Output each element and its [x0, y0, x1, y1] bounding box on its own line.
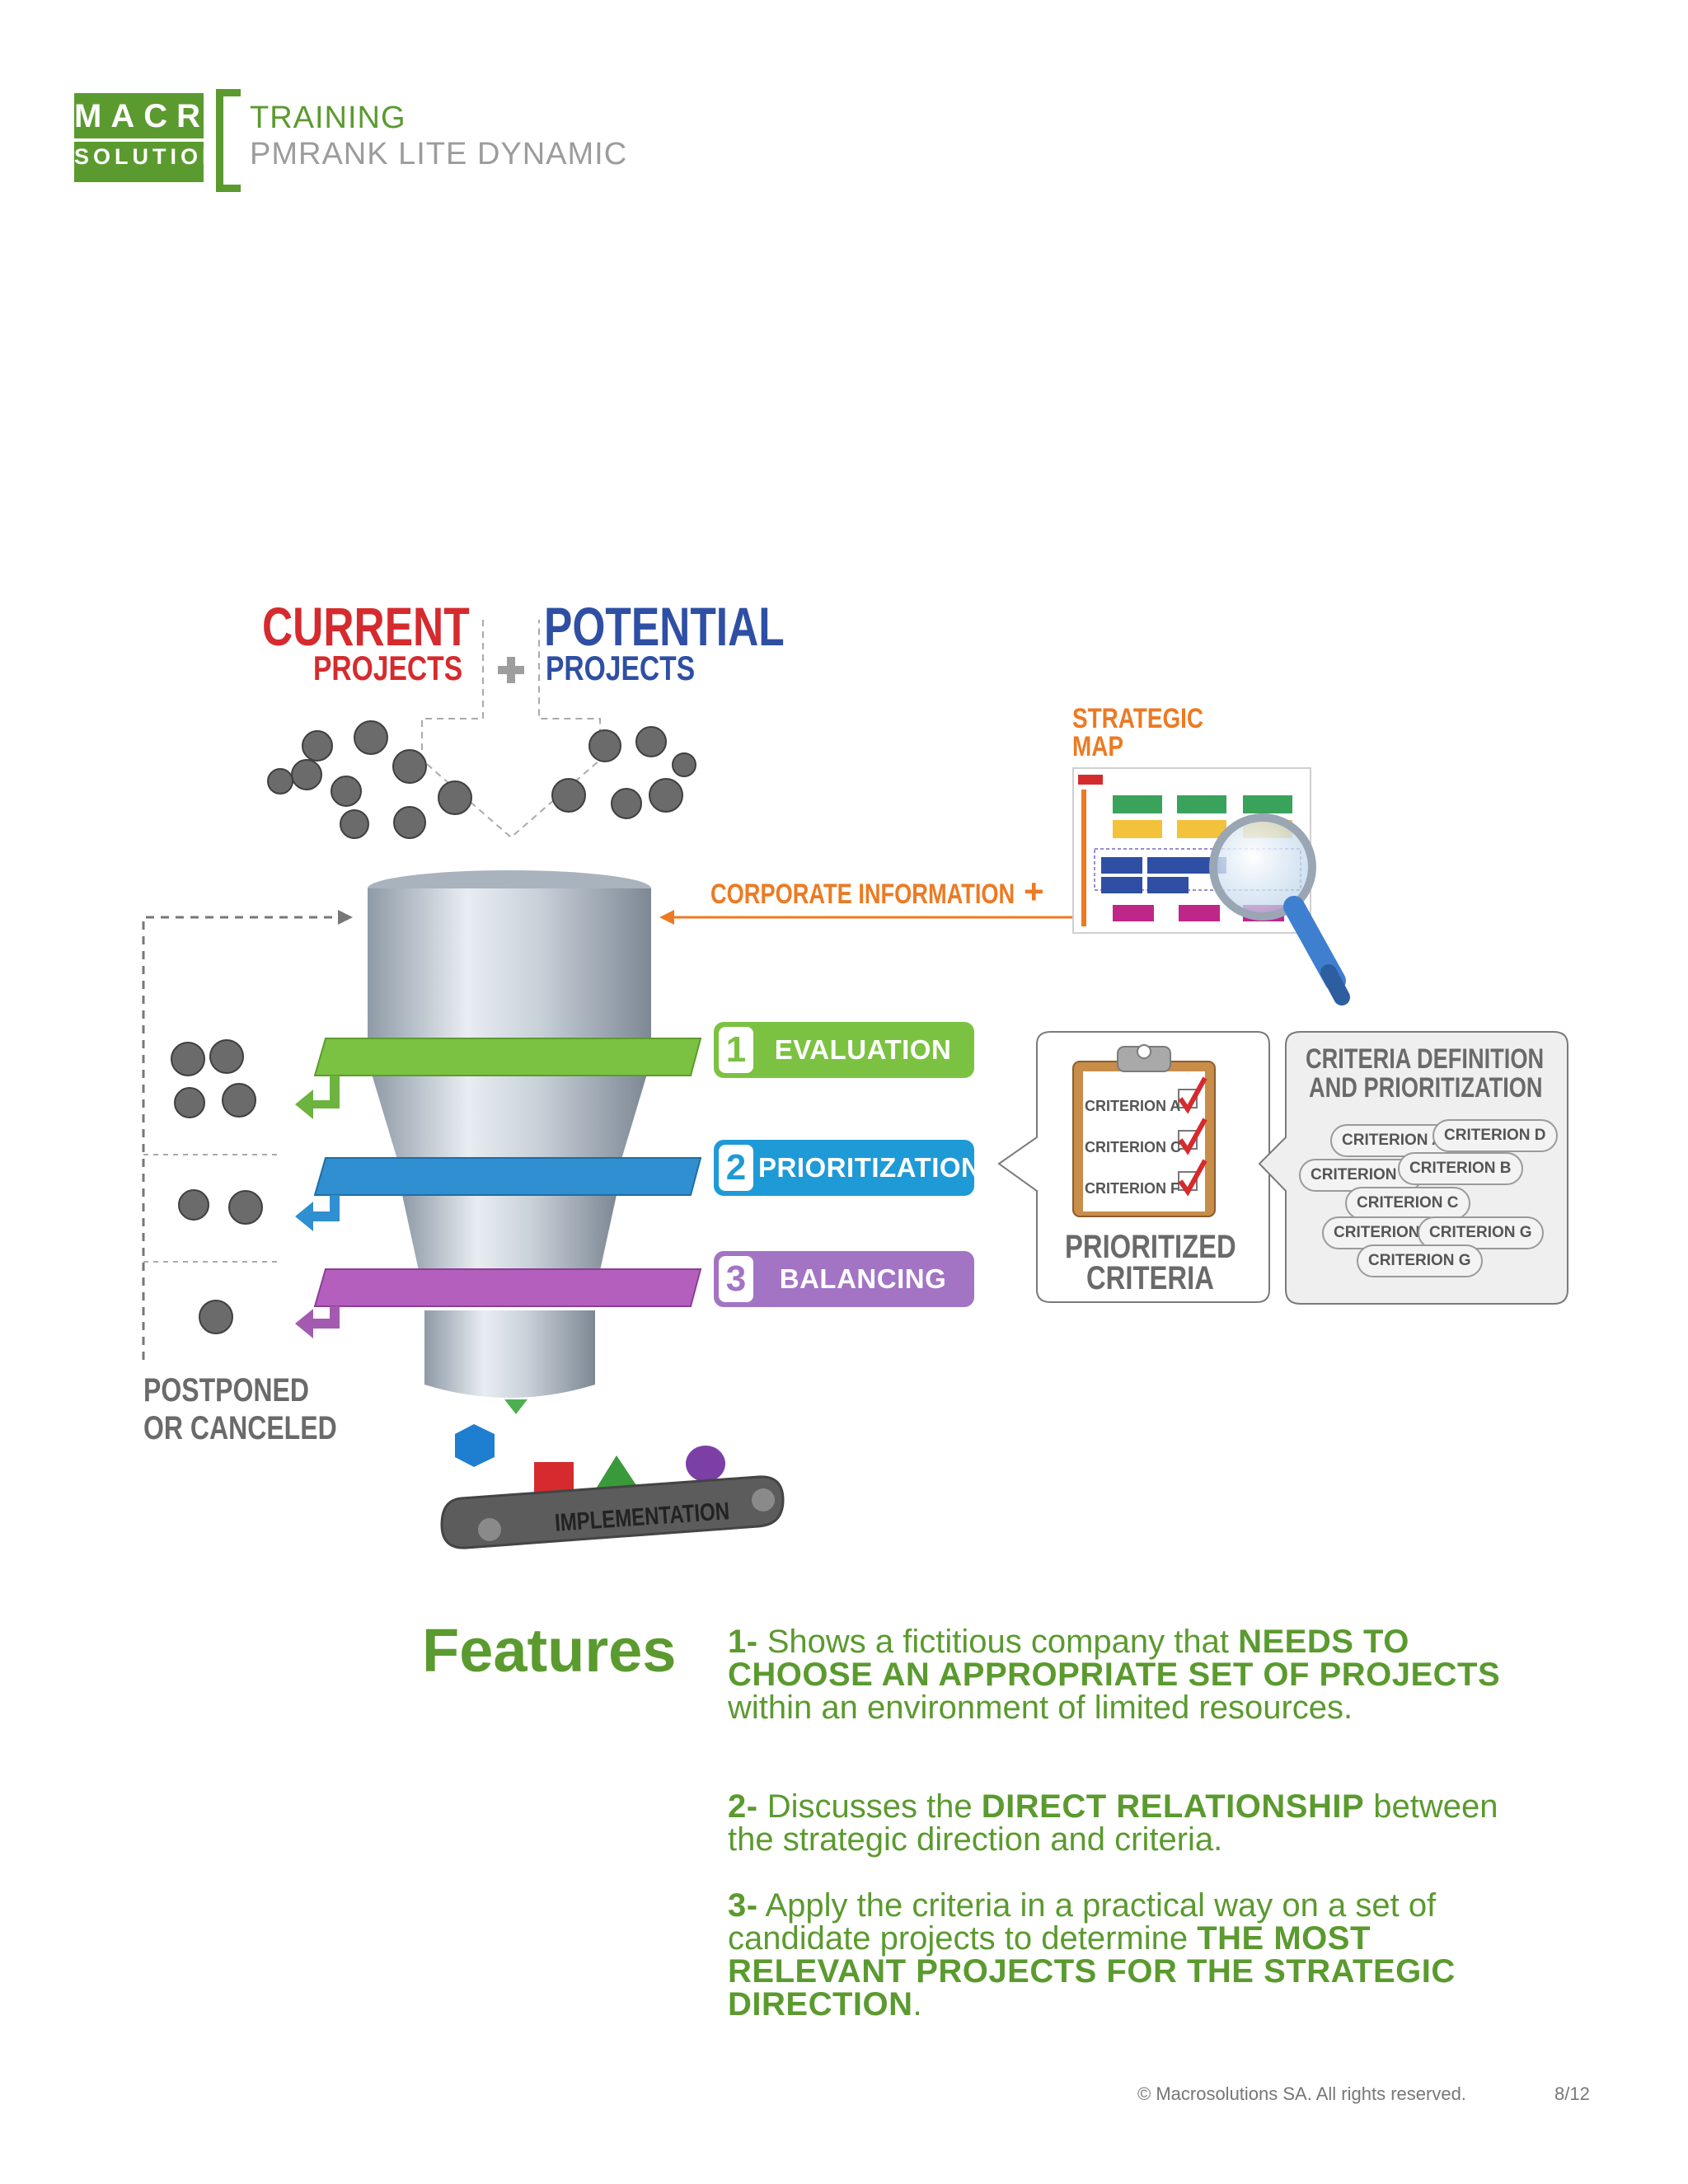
rejected-evaluation-arrow	[295, 1076, 340, 1119]
step-number: 1	[719, 1027, 753, 1073]
balancing-plate	[313, 1268, 702, 1307]
check-marks	[1178, 1076, 1207, 1197]
conveyor-belt	[440, 1475, 785, 1549]
criterion-pill: CRITERION C	[1345, 1187, 1470, 1220]
funnel-spout	[424, 1310, 595, 1398]
funnel-top-cylinder	[368, 888, 651, 1047]
potential-subtitle: PROJECTS	[546, 649, 696, 687]
rejected-projects	[171, 1039, 263, 1334]
rejected-prioritization-arrow	[295, 1195, 340, 1231]
feature-emphasis: THE MOST RELEVANT PROJECTS FOR THE STRAT…	[728, 1920, 1456, 2022]
step-number: 2	[719, 1145, 753, 1191]
step-label: BALANCING	[779, 1263, 947, 1294]
header-bracket	[216, 89, 241, 192]
merge-arrow-outline	[421, 620, 601, 839]
criteria-definition-title-2: AND PRIORITIZATION	[1309, 1072, 1543, 1104]
evaluation-plate	[313, 1038, 702, 1076]
magnifier-icon	[1209, 813, 1350, 1005]
current-title: CURRENT	[262, 596, 470, 657]
page-number: 8/12	[1554, 2083, 1590, 2104]
header-title: TRAINING	[250, 101, 406, 135]
feature-item-2: 2- Discusses the DIRECT RELATIONSHIP bet…	[728, 1790, 1552, 1856]
feature-text: Shows a fictitious company that	[757, 1624, 1239, 1660]
postponed-label-2: OR CANCELED	[143, 1410, 337, 1446]
current-projects-cluster	[267, 720, 472, 839]
step-prioritization: 2 PRIORITIZATION	[714, 1140, 982, 1196]
step-evaluation: 1 EVALUATION	[714, 1022, 974, 1078]
criterion-pill: CRITERION B	[1398, 1152, 1523, 1185]
strategic-map-label-1: STRATEGIC	[1072, 703, 1204, 734]
features-heading: Features	[422, 1616, 677, 1685]
funnel-lower-cone	[402, 1195, 617, 1286]
potential-projects-cluster	[551, 726, 696, 819]
plus-icon	[498, 657, 524, 683]
copyright-notice: © Macrosolutions SA. All rights reserved…	[1137, 2083, 1466, 2104]
funnel-middle-cone	[371, 1071, 648, 1170]
feature-number: 1-	[728, 1624, 758, 1660]
feature-text: within an environment of limited resourc…	[728, 1690, 1353, 1726]
step-balancing: 3 BALANCING	[714, 1251, 974, 1307]
clipboard-criterion-c: CRITERION C	[1085, 1139, 1181, 1155]
potential-title: POTENTIAL	[544, 596, 785, 657]
corporate-information-label: CORPORATE INFORMATION	[710, 879, 1015, 910]
clipboard-criterion-f: CRITERION F	[1085, 1180, 1179, 1197]
logo-divider	[74, 138, 204, 142]
feedback-dashed-line	[142, 916, 338, 1360]
feature-emphasis: DIRECT RELATIONSHIP	[981, 1788, 1365, 1825]
corporate-plus-icon: +	[1024, 872, 1044, 911]
prioritization-plate	[313, 1157, 702, 1196]
feature-emphasis: NEEDS TO CHOOSE AN APPROPRIATE SET OF PR…	[728, 1624, 1501, 1693]
rejected-balancing-arrow	[295, 1306, 340, 1338]
prioritized-criteria-label-1: PRIORITIZED	[1065, 1229, 1236, 1265]
feature-number: 3-	[728, 1887, 758, 1924]
criterion-pill: CRITERION G	[1357, 1244, 1483, 1277]
strategic-map-label-2: MAP	[1072, 731, 1123, 762]
feature-item-3: 3- Apply the criteria in a practical way…	[728, 1889, 1552, 2021]
feature-number: 2-	[728, 1788, 758, 1825]
step-label: EVALUATION	[774, 1034, 952, 1065]
corporate-info-arrowhead	[659, 910, 674, 925]
criteria-definition-title-1: CRITERIA DEFINITION	[1306, 1043, 1545, 1075]
feature-item-1: 1- Shows a fictitious company that NEEDS…	[728, 1625, 1552, 1724]
header-subtitle: PMRANK LITE DYNAMIC	[250, 137, 628, 171]
criterion-pill: CRITERION D	[1432, 1119, 1558, 1152]
clipboard-criterion-a: CRITERION A	[1085, 1098, 1181, 1114]
feature-text: between the strategic direction and crit…	[728, 1788, 1498, 1858]
step-label: PRIORITIZATION	[758, 1152, 982, 1183]
feature-text: Discusses the	[757, 1788, 982, 1825]
feature-text: Apply the criteria in a practical way on…	[728, 1887, 1437, 1957]
postponed-label-1: POSTPONED	[143, 1372, 309, 1408]
prioritized-criteria-label-2: CRITERIA	[1086, 1260, 1214, 1296]
step-number: 3	[719, 1256, 753, 1302]
feature-text: .	[912, 1986, 922, 2022]
feedback-arrowhead	[338, 910, 353, 925]
criterion-pill: CRITERION G	[1418, 1216, 1544, 1249]
current-subtitle: PROJECTS	[313, 649, 463, 687]
